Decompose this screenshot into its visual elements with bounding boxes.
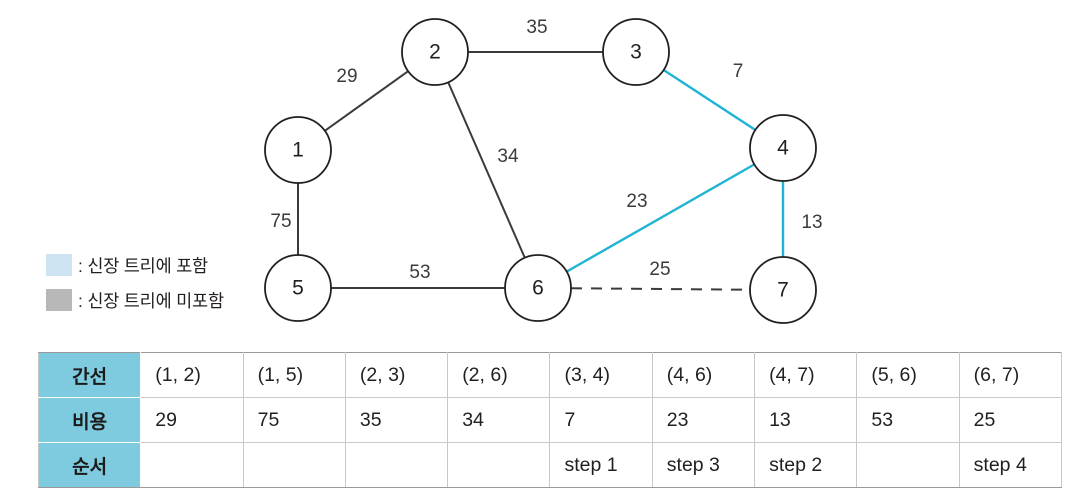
cell-order-3 [344,442,449,488]
graph-node-2: 2 [401,18,469,86]
graph-edge-4-6 [566,163,755,273]
cell-order-4 [447,442,551,488]
graph-node-7: 7 [749,256,817,324]
cell-cost-3: 35 [344,397,449,443]
table-row-edges: 간선 (1, 2)(1, 5)(2, 3)(2, 6)(3, 4)(4, 6)(… [37,352,1063,398]
cell-order-2 [242,442,346,488]
edge-weight-4-6: 23 [626,191,647,212]
node-label-5: 5 [292,277,304,300]
legend-label-included: : 신장 트리에 포함 [78,255,208,276]
graph-edge-2-6 [447,81,526,259]
node-label-4: 4 [777,137,789,160]
graph-edge-1-2 [324,70,409,132]
node-circle-6 [504,254,572,322]
cell-order-8 [856,442,960,488]
edge-weight-5-6: 53 [409,262,430,283]
cell-edge-3: (2, 3) [344,352,449,398]
node-label-7: 7 [777,279,789,302]
graph-edge-6-7 [570,287,751,291]
node-circle-1 [264,116,332,184]
edge-weight-1-2: 29 [336,66,357,87]
node-circle-4 [749,114,817,182]
legend-swatch-included [46,254,72,276]
legend-label-excluded: : 신장 트리에 미포함 [78,290,224,311]
cell-edge-4: (2, 6) [447,352,551,398]
node-circle-3 [602,18,670,86]
legend-swatch-excluded [46,289,72,311]
row-header-edge: 간선 [37,352,142,398]
graph-node-3: 3 [602,18,670,86]
legend: : 신장 트리에 포함 : 신장 트리에 미포함 [46,253,224,312]
edge-weight-1-5: 75 [270,211,291,232]
edge-weight-2-3: 35 [526,17,547,38]
cell-edge-6: (4, 6) [651,352,756,398]
node-circle-7 [749,256,817,324]
cell-edge-9: (6, 7) [958,352,1063,398]
cell-order-6: step 3 [651,442,756,488]
cell-cost-6: 23 [651,397,756,443]
row-header-order: 순서 [37,442,142,488]
legend-item-excluded: : 신장 트리에 미포함 [46,288,224,312]
cell-edge-2: (1, 5) [242,352,346,398]
edge-weight-6-7: 25 [649,259,670,280]
row-header-cost: 비용 [37,397,142,443]
graph-node-4: 4 [749,114,817,182]
cell-order-9: step 4 [958,442,1063,488]
graph-edge-3-4 [662,69,757,131]
edge-weight-4-7: 13 [801,212,822,233]
cell-order-1 [140,442,244,488]
edge-weight-3-4: 7 [733,61,744,82]
node-label-2: 2 [429,41,441,64]
cell-order-7: step 2 [754,442,858,488]
node-label-3: 3 [630,41,642,64]
cell-cost-1: 29 [140,397,244,443]
edge-weight-2-6: 34 [497,146,519,167]
cell-cost-9: 25 [958,397,1063,443]
cell-order-5: step 1 [549,442,653,488]
node-label-1: 1 [292,139,304,162]
cell-cost-5: 7 [549,397,653,443]
node-circle-2 [401,18,469,86]
cell-edge-8: (5, 6) [856,352,960,398]
cell-cost-8: 53 [856,397,960,443]
cell-cost-7: 13 [754,397,858,443]
legend-item-included: : 신장 트리에 포함 [46,253,224,277]
graph-node-1: 1 [264,116,332,184]
graph-node-6: 6 [504,254,572,322]
cell-cost-4: 34 [447,397,551,443]
cell-edge-7: (4, 7) [754,352,858,398]
cell-cost-2: 75 [242,397,346,443]
node-circle-5 [264,254,332,322]
node-label-6: 6 [532,277,544,300]
graph-node-5: 5 [264,254,332,322]
cell-edge-1: (1, 2) [140,352,244,398]
edges-layer [297,51,785,291]
edge-cost-order-table: 간선 (1, 2)(1, 5)(2, 3)(2, 6)(3, 4)(4, 6)(… [37,352,1063,488]
cell-edge-5: (3, 4) [549,352,653,398]
